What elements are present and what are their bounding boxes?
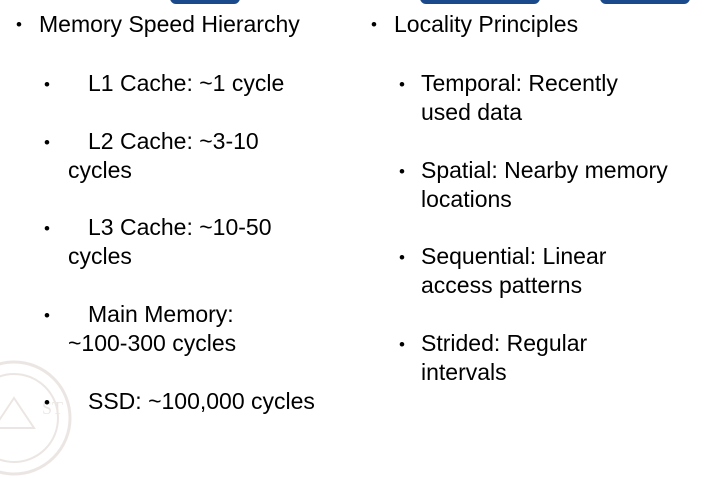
bullet-dot-icon: •: [399, 75, 405, 94]
bullet-dot-icon: •: [44, 393, 50, 412]
memory-speed-column: • Memory Speed Hierarchy • L1 Cache: ~1 …: [0, 0, 355, 424]
svg-text:ST: ST: [42, 398, 63, 418]
bullet-dot-icon: •: [44, 75, 50, 94]
column-heading: Memory Speed Hierarchy: [39, 11, 300, 37]
bullet-dot-icon: •: [371, 15, 377, 34]
locality-principles-column: • Locality Principles • Temporal: Recent…: [355, 0, 719, 424]
bullet-dot-icon: •: [399, 162, 405, 181]
list-item: L1 Cache: ~1 cycle: [88, 70, 285, 96]
bullet-dot-icon: •: [399, 248, 405, 267]
bullet-dot-icon: •: [16, 15, 22, 34]
list-item: L2 Cache: ~3-10 cycles: [68, 128, 259, 183]
bullet-dot-icon: •: [44, 133, 50, 152]
title-fragment: [420, 0, 540, 4]
list-item: Temporal: Recently used data: [421, 70, 618, 125]
bullet-dot-icon: •: [399, 335, 405, 354]
title-fragment: [600, 0, 690, 4]
title-fragment: [170, 0, 240, 4]
bullet-dot-icon: •: [44, 306, 50, 325]
list-item: Main Memory: ~100-300 cycles: [68, 301, 237, 356]
list-item: Spatial: Nearby memory locations: [421, 157, 668, 212]
list-item: Strided: Regular intervals: [421, 330, 588, 385]
list-item: Sequential: Linear access patterns: [421, 243, 607, 298]
list-item: L3 Cache: ~10-50 cycles: [68, 214, 272, 269]
column-heading: Locality Principles: [394, 11, 579, 37]
title-strip: [0, 0, 719, 4]
bullet-dot-icon: •: [44, 219, 50, 238]
list-item: SSD: ~100,000 cycles: [88, 388, 315, 414]
